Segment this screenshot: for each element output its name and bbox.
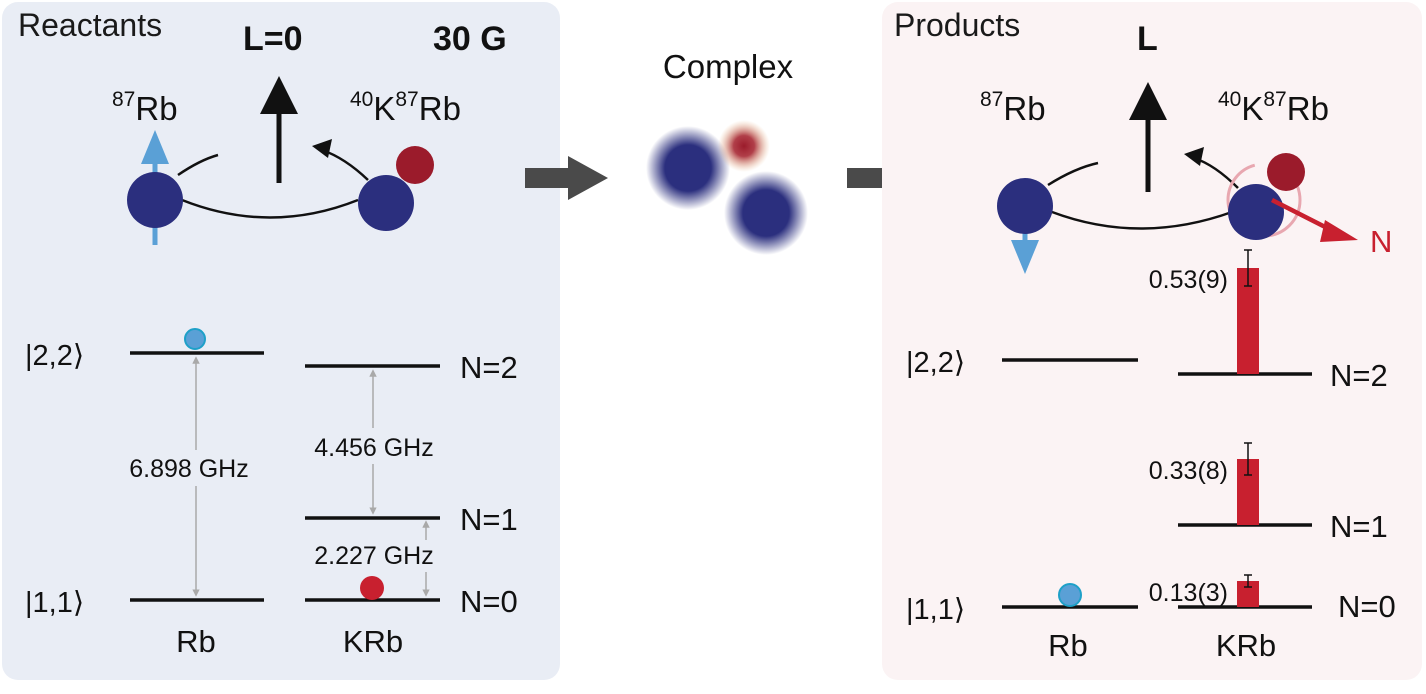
population-error-bar-2 xyxy=(1244,574,1252,588)
rotation-label: N xyxy=(1370,224,1392,259)
product-rb-label: 87Rb xyxy=(980,88,1046,127)
angular-momentum-label: L=0 xyxy=(243,20,303,58)
reactant-krb-label: 40K87Rb xyxy=(350,88,461,127)
complex-k-atom xyxy=(718,120,770,172)
reactant-rb-label: 87Rb xyxy=(112,88,178,127)
population-label-0: 0.53(9) xyxy=(1149,266,1228,294)
rb-state-lower-label: |1,1⟩ xyxy=(25,587,84,619)
product-rb-state-upper-label: |2,2⟩ xyxy=(906,347,965,379)
reactant-krb-species-label: KRb xyxy=(343,624,403,659)
product-orbit-arrow-head xyxy=(1184,147,1204,166)
product-rb-population-marker xyxy=(1058,583,1082,607)
rb-state-upper-label: |2,2⟩ xyxy=(25,340,84,372)
krb-n0-n1-frequency-bg xyxy=(300,540,448,572)
population-label-1: 0.33(8) xyxy=(1149,457,1228,485)
complex-atom-1 xyxy=(646,126,730,210)
product-rb-spin-arrow-head xyxy=(1011,240,1039,274)
reactant-rb-species-label: Rb xyxy=(176,624,216,659)
complex-section: Complex xyxy=(525,48,930,255)
products-title: Products xyxy=(894,7,1020,43)
population-bar-1 xyxy=(1237,459,1259,525)
rb-hyperfine-frequency: 6.898 GHz xyxy=(129,455,249,483)
product-l-arrow-head xyxy=(1129,82,1167,120)
krb-population-marker xyxy=(360,576,384,600)
rb-population-marker xyxy=(184,328,206,350)
krb-n1-n2-frequency-bg xyxy=(300,428,448,464)
product-krb-species-label: KRb xyxy=(1216,628,1276,663)
product-krb-label: 40K87Rb xyxy=(1218,88,1329,127)
angular-momentum-arrow-head xyxy=(260,76,298,114)
product-angular-momentum-label: L xyxy=(1137,20,1158,58)
magnetic-field-label: 30 G xyxy=(433,20,507,58)
rb-spin-arrow-head xyxy=(141,130,169,164)
product-krb-level-n0-label: N=0 xyxy=(1338,589,1396,624)
product-rb-state-lower-label: |1,1⟩ xyxy=(906,594,965,626)
population-label-2: 0.13(3) xyxy=(1149,579,1228,607)
krb-n1-n2-frequency: 4.456 GHz xyxy=(314,434,434,462)
orbit-arrow-head xyxy=(312,139,332,158)
population-bar-0 xyxy=(1237,268,1259,374)
product-krb-k-atom xyxy=(1267,153,1305,191)
complex-title: Complex xyxy=(663,48,794,85)
reaction-arrow-1 xyxy=(525,156,608,200)
krb-level-n1-label: N=1 xyxy=(460,502,518,537)
population-bar-2 xyxy=(1237,581,1259,607)
product-orbit-upper-left-arc xyxy=(1047,161,1099,187)
reactants-panel: Reactants L=0 30 G 87Rb 40K87Rb 6.898 GH… xyxy=(2,2,560,680)
product-krb-level-n2-label: N=2 xyxy=(1330,358,1388,393)
reactant-krb-rb-atom xyxy=(358,175,414,231)
complex-atom-2 xyxy=(724,171,808,255)
rb-frequency-bg xyxy=(112,450,266,486)
product-rb-atom xyxy=(997,178,1053,234)
product-orbit-lower-arc xyxy=(1051,210,1233,230)
reactant-rb-atom xyxy=(127,172,183,228)
products-panel: Products L 87Rb 40K87Rb N |2,2⟩ |1,1⟩ 0 xyxy=(882,2,1422,680)
krb-n0-n1-frequency: 2.227 GHz xyxy=(314,542,434,570)
reactants-title: Reactants xyxy=(18,7,162,43)
orbit-lower-arc xyxy=(181,198,359,219)
population-error-bar-0 xyxy=(1244,249,1252,287)
krb-level-n2-label: N=2 xyxy=(460,350,518,385)
orbit-upper-left-arc xyxy=(177,153,219,177)
product-krb-rb-atom xyxy=(1228,184,1284,240)
product-krb-level-n1-label: N=1 xyxy=(1330,509,1388,544)
population-bars: 0.53(9) 0.33(8) 0.13(3) xyxy=(1149,249,1259,607)
reactant-krb-k-atom xyxy=(396,146,434,184)
population-error-bar-1 xyxy=(1244,442,1252,476)
rotation-vector-head xyxy=(1320,220,1358,242)
product-rb-species-label: Rb xyxy=(1048,628,1088,663)
krb-level-n0-label: N=0 xyxy=(460,584,518,619)
